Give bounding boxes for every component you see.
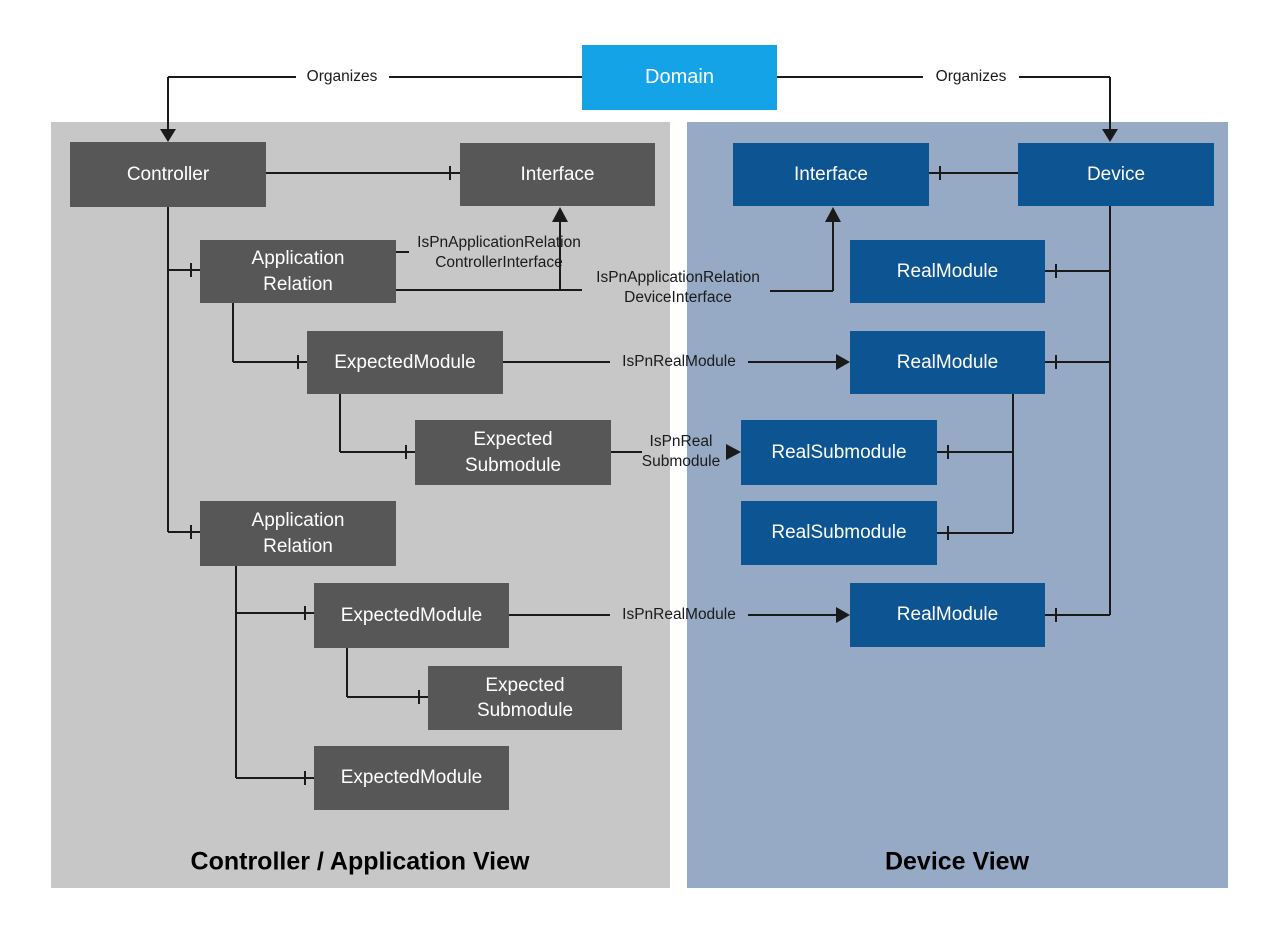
edge-em2-rm3: [509, 607, 850, 623]
edge-label-organizes-right: Organizes: [935, 68, 1007, 86]
edge-label-controller-interface-relation: IsPnApplicationRelation ControllerInterf…: [417, 234, 581, 271]
node-application-relation-2: Application Relation: [200, 501, 396, 566]
node-expected-module-2: ExpectedModule: [314, 583, 509, 648]
node-interface-left: Interface: [460, 143, 655, 206]
edge-em1-rm2: [503, 354, 850, 370]
node-interface-right: Interface: [733, 143, 929, 206]
arrowhead-down-icon: [160, 129, 176, 142]
edge-label-ispn-real-module-1: IsPnRealModule: [622, 353, 736, 371]
edge-organizes-right: [777, 76, 1118, 142]
edge-label-ispn-real-module-2: IsPnRealModule: [622, 606, 736, 624]
edge-rm2-children: [937, 394, 1014, 540]
node-real-submodule-2: RealSubmodule: [741, 501, 937, 565]
edge-ar1-interface-right: [770, 207, 841, 292]
node-application-relation-1: Application Relation: [200, 240, 396, 303]
edge-es1-rs1: [611, 444, 741, 460]
device-view-caption: Device View: [884, 847, 1030, 876]
node-real-submodule-1: RealSubmodule: [741, 420, 937, 485]
node-device: Device: [1018, 143, 1214, 206]
edge-label-device-interface-relation: IsPnApplicationRelation DeviceInterface: [596, 269, 760, 306]
controller-view-caption: Controller / Application View: [190, 847, 530, 876]
arrowhead-down-icon: [1102, 129, 1118, 142]
edge-controller-interface: [266, 166, 460, 180]
node-expected-module-3: ExpectedModule: [314, 746, 509, 810]
edge-ar2-children: [235, 566, 314, 785]
edge-controller-children: [167, 207, 200, 539]
arrowhead-up-icon: [825, 207, 841, 222]
arrowhead-right-icon: [836, 354, 850, 370]
node-expected-submodule-1: Expected Submodule: [415, 420, 611, 485]
node-domain: Domain: [582, 45, 777, 110]
node-real-module-2: RealModule: [850, 331, 1045, 394]
node-expected-submodule-2: Expected Submodule: [428, 666, 622, 730]
node-real-module-3: RealModule: [850, 583, 1045, 647]
arrowhead-up-icon: [552, 207, 568, 222]
arrowhead-right-icon: [726, 444, 741, 460]
edge-device-children: [1045, 206, 1111, 622]
edge-label-organizes-left: Organizes: [306, 68, 378, 86]
edge-interface-device: [929, 166, 1018, 180]
edge-label-ispn-real-submodule: IsPnReal Submodule: [641, 433, 721, 470]
node-expected-module-1: ExpectedModule: [307, 331, 503, 394]
node-controller: Controller: [70, 142, 266, 207]
edge-em1-es1: [339, 394, 415, 459]
node-real-module-1: RealModule: [850, 240, 1045, 303]
edge-ar1-em1: [232, 303, 307, 369]
edge-em2-es2: [346, 648, 428, 704]
arrowhead-right-icon: [836, 607, 850, 623]
edge-ar1-interface-left: [396, 207, 582, 291]
edge-organizes-left: [160, 76, 582, 142]
